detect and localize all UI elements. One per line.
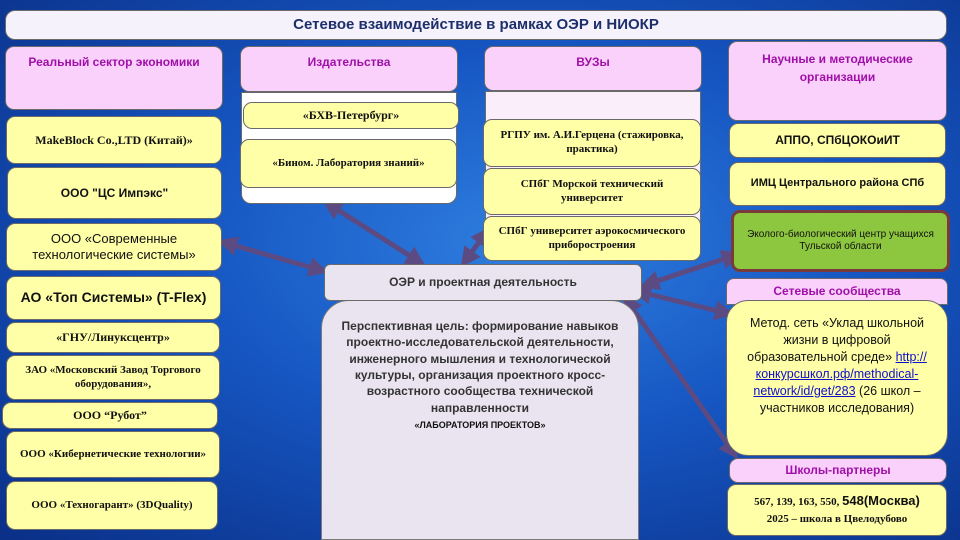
goal-text: Перспективная цель: формирование навыков… — [341, 319, 619, 415]
arrow-partners — [622, 294, 739, 460]
partners-numbers: 567, 139, 163, 550, — [754, 496, 840, 509]
science-item-eco: Эколого-биологический центр учащихся Тул… — [731, 210, 950, 272]
real-sector-item: ЗАО «Московский Завод Торгового оборудов… — [6, 355, 220, 400]
real-sector-item: АО «Топ Системы» (T-Flex) — [6, 276, 221, 320]
university-item: РГПУ им. А.И.Герцена (стажировка, практи… — [483, 119, 701, 167]
page-title: Сетевое взаимодействие в рамках ОЭР и НИ… — [5, 10, 947, 40]
science-item: ИМЦ Центрального района СПб — [729, 162, 946, 206]
university-item: СПбГ Морской технический университет — [483, 168, 701, 215]
goal-bubble: Перспективная цель: формирование навыков… — [321, 300, 639, 540]
real-sector-item: MakeBlock Co.,LTD (Китай)» — [6, 116, 222, 164]
real-sector-item: ООО «Техногарант» (3DQuality) — [6, 481, 218, 530]
publishing-header: Издательства — [240, 46, 458, 92]
real-sector-item: ООО «Современные технологические системы… — [6, 223, 222, 271]
partners-line-1: 567, 139, 163, 550, 548(Москва) — [754, 493, 920, 510]
real-sector-item: «ГНУ/Линуксцентр» — [6, 322, 220, 353]
real-sector-item: ООО "ЦС Импэкс" — [7, 167, 222, 219]
publishing-item: «Бином. Лаборатория знаний» — [240, 139, 457, 188]
center-label: ОЭР и проектная деятельность — [324, 264, 642, 301]
science-header: Научные и методические организации — [728, 41, 947, 121]
arrow-network — [631, 284, 735, 321]
university-item: СПбГ университет аэрокосмического прибор… — [483, 216, 701, 261]
network-link[interactable]: http://конкурсшкол.рф/methodical-network… — [753, 350, 927, 398]
partners-card: 567, 139, 163, 550, 548(Москва) 2025 – ш… — [727, 484, 947, 536]
network-text: Метод. сеть «Уклад школьной жизни в цифр… — [747, 316, 924, 364]
publishing-item: «БХВ-Петербург» — [243, 102, 459, 129]
universities-header: ВУЗы — [484, 46, 702, 91]
partners-moscow: 548(Москва) — [842, 493, 920, 509]
science-item: АППО, СПбЦОКОиИТ — [729, 123, 946, 158]
partners-header: Школы-партнеры — [729, 458, 947, 483]
arrow-real-sector — [217, 236, 329, 277]
real-sector-item: ООО “Рубот” — [2, 402, 218, 429]
real-sector-item: ООО «Кибернетические технологии» — [6, 431, 220, 478]
network-card: Метод. сеть «Уклад школьной жизни в цифр… — [726, 300, 948, 456]
arrow-publishing — [322, 200, 426, 266]
partners-line-2: 2025 – школа в Цвелодубово — [766, 513, 908, 525]
real-sector-header: Реальный сектор экономики — [5, 46, 223, 110]
lab-label: «ЛАБОРАТОРИЯ ПРОЕКТОВ» — [414, 419, 546, 430]
network-participants: (26 школ – участников исследования) — [759, 384, 921, 415]
